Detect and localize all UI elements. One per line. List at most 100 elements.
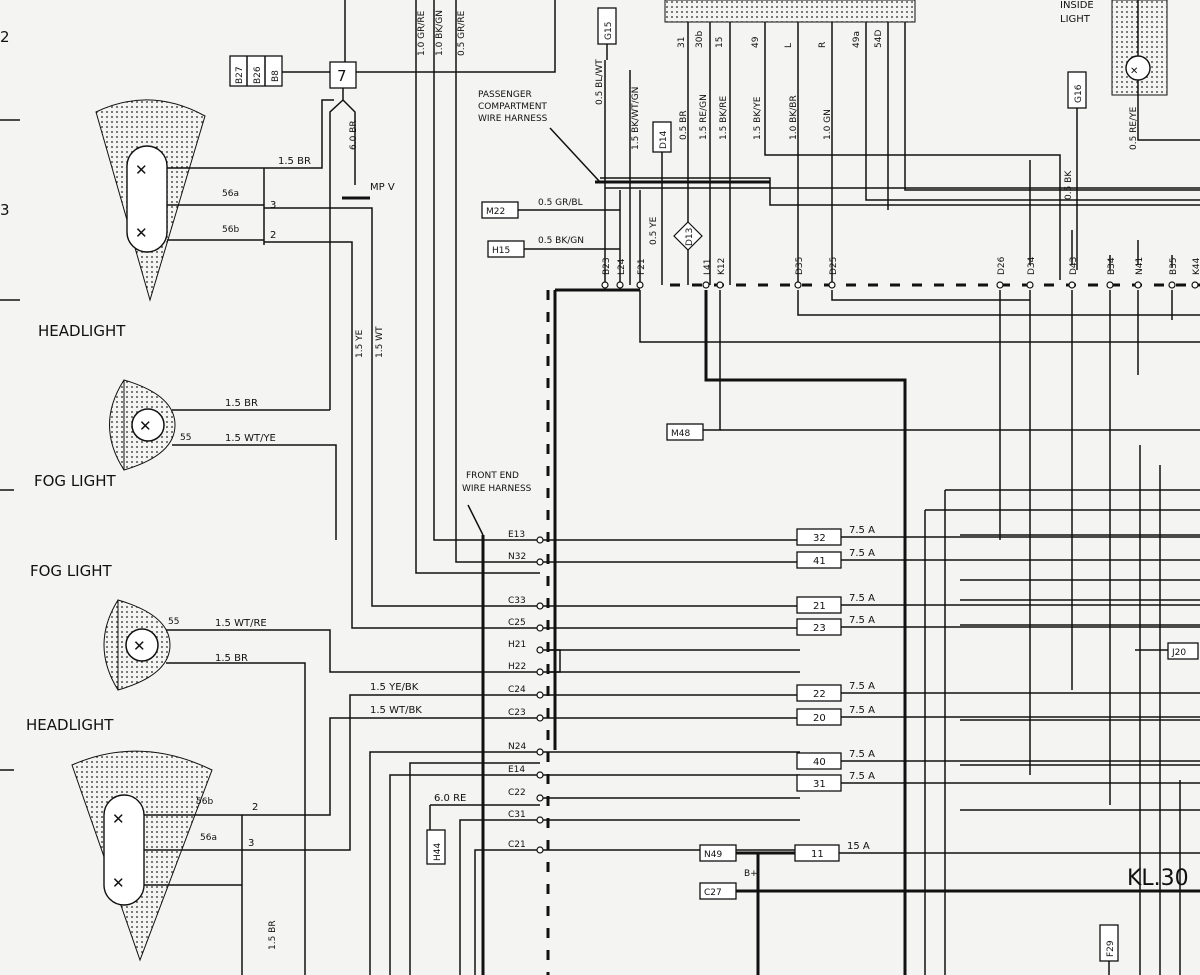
wire-label: 1.0 BK/BR <box>789 95 799 140</box>
front-end-harness-label: WIRE HARNESS <box>462 484 532 494</box>
component-m48 <box>666 423 704 441</box>
node-7-label: 7 <box>337 67 347 85</box>
bulb-x-icon: ✕ <box>1130 66 1138 77</box>
wire-label: 1.5 YE <box>355 329 365 358</box>
terminal-label: 15 <box>715 37 725 48</box>
top-connector-label: L41 <box>703 259 713 275</box>
d13-label: D13 <box>685 228 695 246</box>
component-j20 <box>1167 642 1199 660</box>
wire-label: 6.0 RE <box>434 793 466 804</box>
wire-label: 6.0 BR <box>349 120 359 150</box>
connector-node <box>536 558 544 566</box>
inside-light-label: LIGHT <box>1060 14 1091 25</box>
wire-label: 0.5 RE/YE <box>1129 106 1139 150</box>
wire-label: 1.5 WT/YE <box>225 433 276 444</box>
mpv-label: MP V <box>370 182 395 193</box>
pin-label: 56b <box>196 797 213 807</box>
headlight-lower-label: HEADLIGHT <box>26 716 114 734</box>
wire-label: 1.5 BK/YE <box>753 96 763 140</box>
wire-label: 1.0 GN <box>823 109 833 140</box>
pin-label: 56a <box>222 189 239 199</box>
terminal-strip-top <box>664 0 916 30</box>
wire-label: 0.5 BL/WT <box>595 59 605 105</box>
connector-node <box>536 771 544 779</box>
m22-label: M22 <box>486 207 505 217</box>
top-connector-label: K44 <box>1192 257 1200 275</box>
wire-label: 0.5 BK <box>1064 170 1074 200</box>
connector-node <box>996 281 1004 289</box>
b-plus-label: B+ <box>744 869 758 879</box>
front-connector-label: N24 <box>508 742 526 752</box>
component-stack: B27 B26 B8 <box>229 55 283 87</box>
fuse-number: 20 <box>813 713 826 724</box>
connector-node <box>536 536 544 544</box>
fuse-number: 23 <box>813 623 826 634</box>
headlight-lower: ✕ ✕ <box>71 750 228 962</box>
connector-node <box>702 281 710 289</box>
wire-label: 0.5 BR <box>679 110 689 140</box>
connector-node <box>1026 281 1034 289</box>
wire-label: 0.5 GR/RE <box>457 10 467 56</box>
top-connector-label: D25 <box>829 257 839 275</box>
connector-node <box>536 646 544 654</box>
wire-label: 0.5 YE <box>649 216 659 245</box>
fuse-number: 22 <box>813 689 826 700</box>
wire-label: 1.5 BR <box>278 156 311 167</box>
terminal-label: L <box>784 43 794 48</box>
passenger-harness-label: WIRE HARNESS <box>478 114 548 124</box>
front-connector-label: C25 <box>508 618 526 628</box>
connector-node <box>536 714 544 722</box>
connector-node <box>1106 281 1114 289</box>
fuse-number: 31 <box>813 779 826 790</box>
connector-node <box>1068 281 1076 289</box>
component-h44 <box>426 829 446 865</box>
connector-node <box>536 624 544 632</box>
wire-label: 1.5 BK/WT/GN <box>631 87 641 150</box>
lamp-x-icon: ✕ <box>135 224 148 242</box>
top-connector-label: B34 <box>1107 257 1117 275</box>
connector-node <box>536 816 544 824</box>
connector-node <box>536 748 544 756</box>
connector-node <box>828 281 836 289</box>
pin-label: 55 <box>180 433 191 443</box>
connector-node <box>794 281 802 289</box>
pin-label: 3 <box>248 838 254 849</box>
wire-label: 1.5 WT/RE <box>215 618 267 629</box>
terminal-label: 49 <box>751 36 761 48</box>
f29-label: F29 <box>1106 940 1116 957</box>
wire-label: 1.0 BK/GN <box>435 10 445 56</box>
fog-light-lower-label: FOG LIGHT <box>30 562 113 580</box>
connector-node <box>636 281 644 289</box>
fog-light-lower: ✕ <box>103 599 171 691</box>
inside-light: ✕ <box>1111 0 1200 141</box>
fuse-rating: 15 A <box>847 841 870 852</box>
fuse-rating: 7.5 A <box>849 749 875 760</box>
front-connector-label: E13 <box>508 530 525 540</box>
fog-light-upper-label: FOG LIGHT <box>34 472 117 490</box>
wire-label: 1.0 GR/RE <box>417 10 427 56</box>
top-connector-label: N41 <box>1135 257 1145 275</box>
top-connector-label: D35 <box>795 257 805 275</box>
wire-label: 1.5 RE/GN <box>699 94 709 140</box>
pin-label: 56b <box>222 225 239 235</box>
connector-node <box>536 794 544 802</box>
m48-label: M48 <box>671 429 690 439</box>
passenger-harness-label: PASSENGER <box>478 90 532 100</box>
stack-b8: B8 <box>271 70 281 82</box>
connector-node <box>716 281 724 289</box>
terminal-label: 30b <box>695 31 705 48</box>
front-connector-label: C23 <box>508 708 526 718</box>
front-connector-label: C24 <box>508 685 526 695</box>
bulb-x-icon: ✕ <box>139 417 152 435</box>
top-connector-label: F21 <box>637 258 647 275</box>
fuse-number: 32 <box>813 533 826 544</box>
connector-node <box>1191 281 1199 289</box>
bulb-x-icon: ✕ <box>133 637 146 655</box>
front-connector-label: E14 <box>508 765 525 775</box>
fuse-rating: 7.5 A <box>849 705 875 716</box>
front-connector-label: C22 <box>508 788 526 798</box>
front-connector-label: C21 <box>508 840 526 850</box>
